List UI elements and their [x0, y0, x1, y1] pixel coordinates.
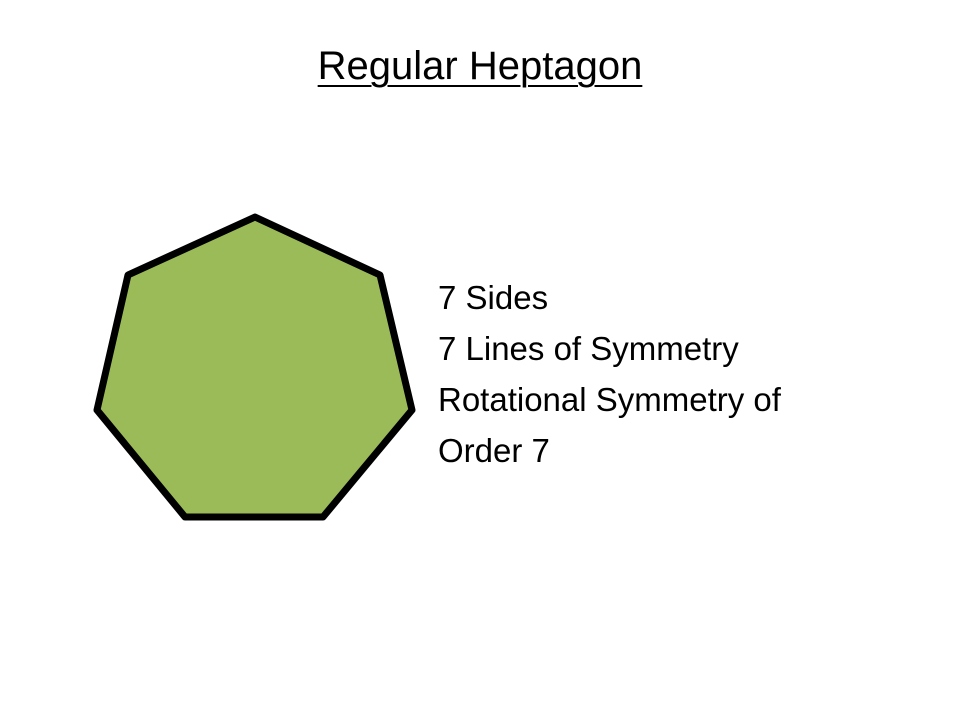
fact-lines-of-symmetry: 7 Lines of Symmetry	[438, 330, 739, 367]
facts-list: 7 Sides 7 Lines of Symmetry Rotational S…	[438, 272, 878, 476]
heptagon-shape	[93, 213, 416, 521]
slide-title: Regular Heptagon	[317, 44, 643, 88]
fact-sides: 7 Sides	[438, 279, 549, 316]
fact-order: Order 7	[438, 432, 550, 469]
fact-rotational-symmetry: Rotational Symmetry of	[438, 381, 781, 418]
